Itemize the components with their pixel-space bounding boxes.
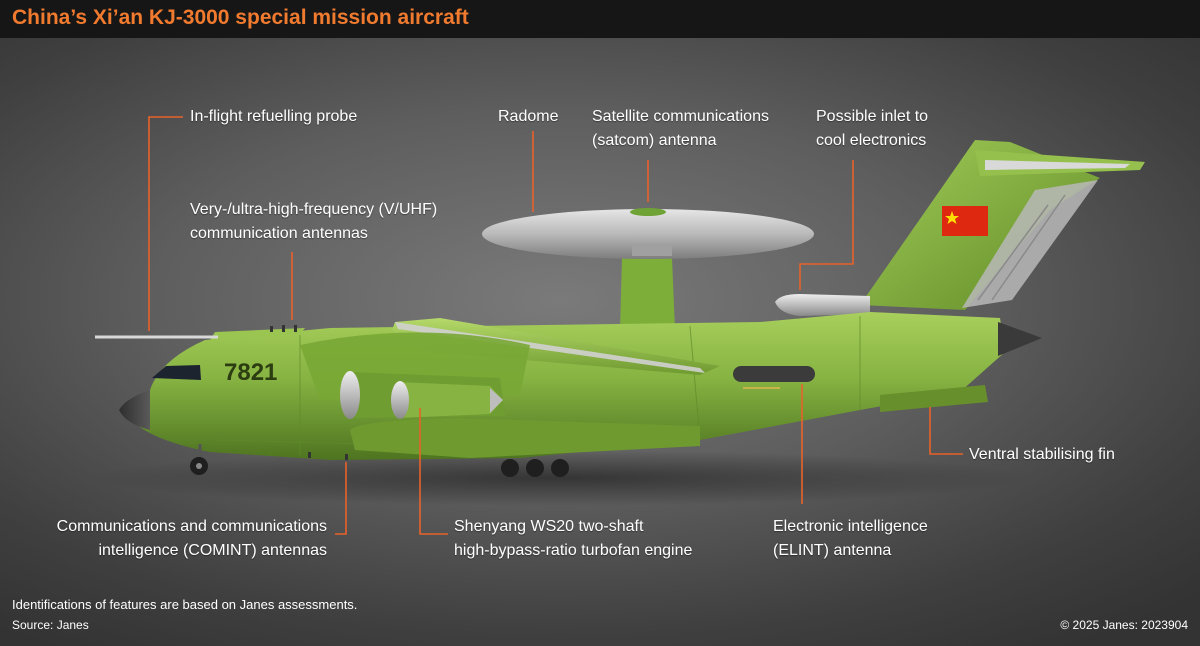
callout-refuelling-probe: In-flight refuelling probe [190,108,358,125]
nose-radome [119,390,150,430]
radome [482,209,814,259]
cockpit-windows [152,365,201,380]
ground-shadow [90,450,1030,506]
copyright: © 2025 Janes: 2023904 [1060,618,1188,632]
ventral-fin [880,385,988,412]
callout-comint-antennas: Communications and communications intell… [56,518,327,559]
title-bar: China’s Xi’an KJ-3000 special mission ai… [0,0,1200,38]
aircraft-illustration: 7821 [90,116,1145,535]
landing-gear [190,444,569,477]
ws20-engine [340,371,505,419]
callout-satcom-antenna: Satellite communications (satcom) antenn… [592,108,769,149]
callout-ws20-engine: Shenyang WS20 two-shaft high-bypass-rati… [454,518,693,559]
radome-pylon [620,258,675,330]
china-flag-icon [942,206,988,236]
callout-vuhf-antennas: Very-/ultra-high-frequency (V/UHF) commu… [190,201,438,242]
elint-antenna [733,366,815,382]
callout-ventral-fin: Ventral stabilising fin [969,446,1115,463]
footnote: Identifications of features are based on… [12,597,358,612]
gear-sponson [350,418,700,458]
tail-number: 7821 [224,359,277,386]
vuhf-antennas [270,325,297,332]
source-credit: Source: Janes [12,618,89,632]
callout-elint-antenna: Electronic intelligence (ELINT) antenna [773,518,928,559]
page-title: China’s Xi’an KJ-3000 special mission ai… [12,6,469,29]
callout-radome: Radome [498,108,559,125]
tail-cone [998,322,1042,356]
comint-antennas [308,452,348,460]
leader-lines [148,116,963,535]
callout-cooling-inlet: Possible inlet to cool electronics [816,108,929,149]
cooling-inlet-pod [775,294,870,316]
